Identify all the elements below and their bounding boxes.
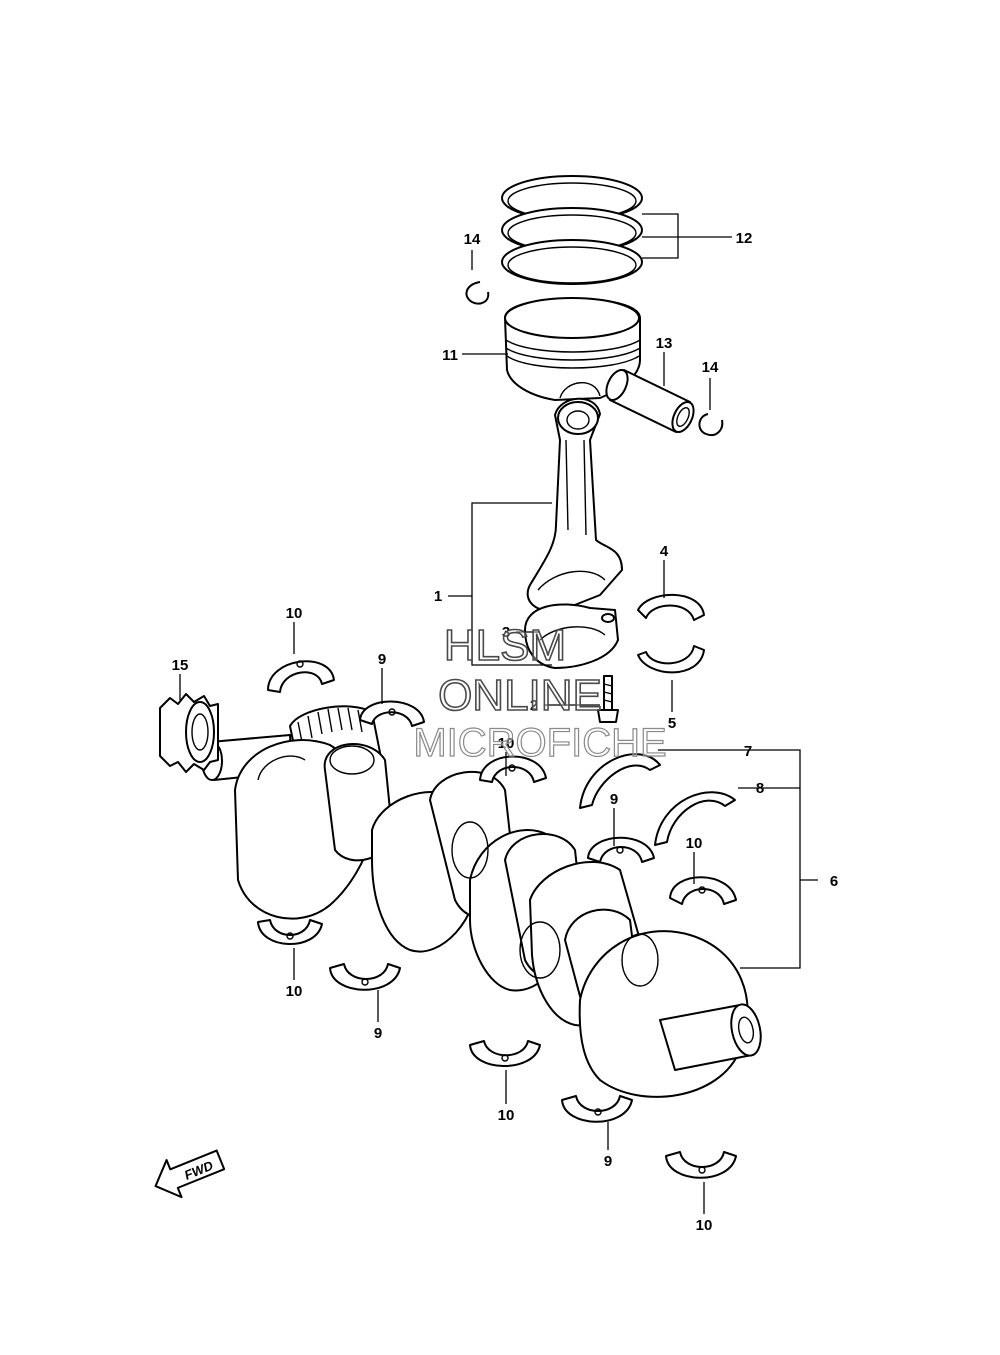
connecting-rod — [526, 397, 623, 612]
callout-14-right: 14 — [702, 359, 719, 376]
watermark-line3: MICROFICHE — [413, 721, 666, 765]
crank-sprocket — [159, 693, 219, 773]
callout-10-a: 10 — [286, 605, 303, 622]
callout-10-e: 10 — [498, 1107, 515, 1124]
main-bearing-thrust-upper — [579, 753, 661, 809]
callout-12: 12 — [736, 230, 753, 247]
callout-9-d: 9 — [604, 1153, 612, 1170]
callout-7: 7 — [744, 743, 752, 760]
conrod-bearing-upper — [637, 593, 705, 621]
callout-9-c: 9 — [374, 1025, 382, 1042]
callout-numbers: 14 12 11 13 14 1 3 2 4 5 10 9 15 10 7 8 … — [172, 230, 839, 1234]
callout-4: 4 — [660, 543, 669, 560]
crankshaft — [201, 705, 762, 1098]
watermark: HLSM ONLINE MICROFICHE — [413, 620, 668, 765]
watermark-line1: HLSM — [444, 621, 566, 670]
callout-10-c: 10 — [686, 835, 703, 852]
callout-2: 2 — [530, 697, 538, 714]
callout-11: 11 — [442, 347, 458, 364]
leader-lines — [179, 213, 818, 1214]
callout-9-b: 9 — [610, 791, 618, 808]
callout-13: 13 — [656, 335, 673, 352]
callout-10-f: 10 — [696, 1217, 713, 1234]
piston-rings — [501, 175, 643, 285]
callout-9-a: 9 — [378, 651, 386, 668]
main-bearing-thrust-lower — [654, 791, 736, 846]
fwd-arrow: FWD — [154, 1149, 226, 1199]
watermark-line2: ONLINE — [438, 671, 602, 720]
bearing-shells — [257, 660, 737, 1179]
callout-1: 1 — [434, 588, 442, 605]
callout-14-left: 14 — [464, 231, 481, 248]
connecting-rod-cap — [524, 603, 619, 669]
circlip-left — [465, 281, 490, 305]
callout-3: 3 — [502, 624, 510, 641]
callout-15: 15 — [172, 657, 189, 674]
conrod-bearing-lower — [637, 645, 705, 674]
circlip-right — [698, 413, 724, 436]
callout-10-d: 10 — [286, 983, 303, 1000]
callout-6: 6 — [830, 873, 838, 890]
piston-pin — [605, 369, 695, 433]
callout-5: 5 — [668, 715, 676, 732]
callout-8: 8 — [756, 780, 764, 797]
callout-10-b: 10 — [498, 735, 515, 752]
piston — [504, 297, 641, 401]
rod-bolt — [597, 675, 619, 723]
